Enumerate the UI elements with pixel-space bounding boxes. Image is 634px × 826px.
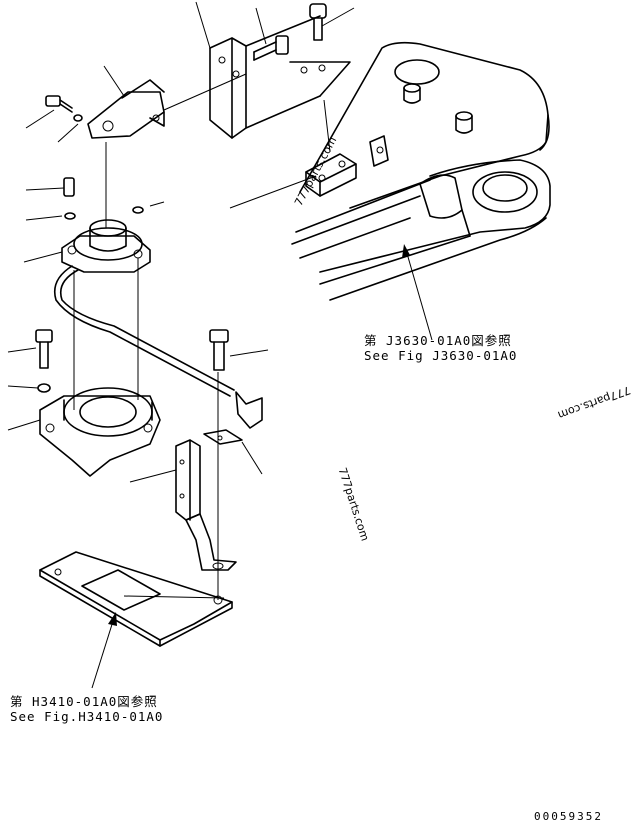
reference-note-h3410-en: See Fig.H3410-01A0 <box>10 709 164 724</box>
bolt-top-1 <box>253 35 289 61</box>
rotary-sensor <box>61 177 151 273</box>
machine-frame <box>291 41 551 301</box>
drawing-code: 00059352 <box>534 810 603 823</box>
reference-note-j3630-en: See Fig J3630-01A0 <box>364 348 518 363</box>
leader-lines <box>7 1 433 689</box>
bolt-top-2 <box>309 3 327 41</box>
stay-bracket <box>175 429 243 571</box>
reference-note-j3630: 第 J3630-01A0図参照 See Fig J3630-01A0 <box>364 333 517 363</box>
assembly-lines <box>73 73 331 600</box>
base-plate <box>39 551 233 647</box>
bolt-left <box>35 329 53 393</box>
mount-flange <box>39 387 161 477</box>
upper-bracket <box>209 15 351 139</box>
bolt-right <box>209 329 229 371</box>
reference-note-h3410-jp: 第 H3410-01A0図参照 <box>10 694 158 709</box>
sensor-bracket <box>87 79 165 139</box>
frame-block <box>305 153 357 197</box>
reference-note-j3630-jp: 第 J3630-01A0図参照 <box>364 333 512 348</box>
bolt-small <box>45 95 83 122</box>
reference-note-h3410: 第 H3410-01A0図参照 See Fig.H3410-01A0 <box>10 694 163 724</box>
sensor-cable <box>53 265 263 429</box>
